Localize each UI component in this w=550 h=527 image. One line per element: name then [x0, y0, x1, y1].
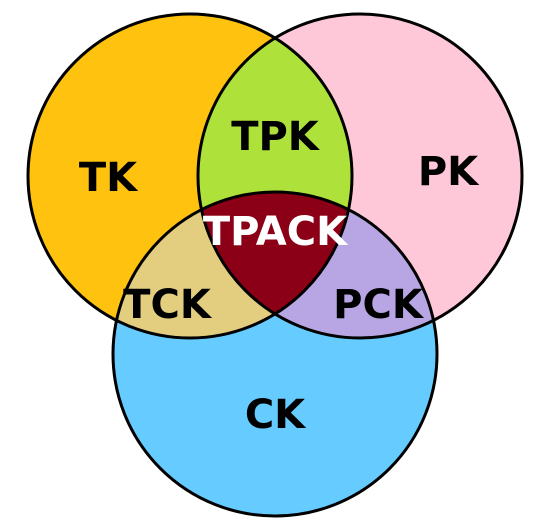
pck-label: PCK — [333, 282, 425, 328]
pk-outline — [196, 12, 524, 340]
tck-region — [113, 192, 352, 338]
tk-label: TK — [79, 155, 139, 201]
tpack-label: TPACK — [203, 209, 349, 255]
ck-outline — [111, 190, 439, 518]
ck-label: CK — [245, 392, 307, 438]
pk-label: PK — [418, 149, 480, 195]
tpk-label: TPK — [231, 114, 321, 160]
tck-label: TCK — [123, 282, 213, 328]
pck-region — [198, 192, 437, 338]
tk-outline — [26, 12, 354, 340]
